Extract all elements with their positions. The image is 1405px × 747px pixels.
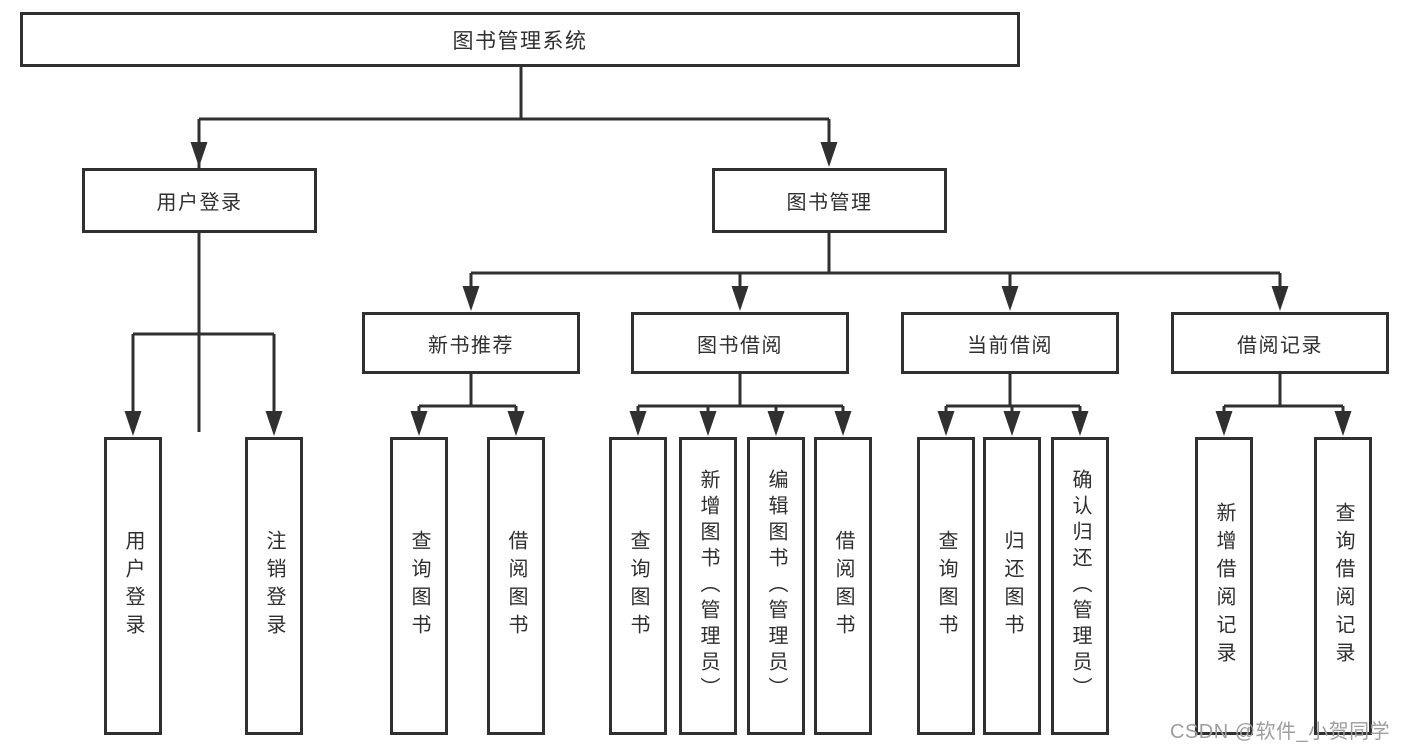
leaf-label: 查询图书 — [408, 530, 430, 642]
node-current-borrowing: 当前借阅 — [901, 312, 1119, 374]
leaf-label: 新增借阅记录 — [1213, 502, 1235, 670]
leaf-label: 借阅图书 — [505, 530, 527, 642]
node-book-management: 图书管理 — [712, 168, 947, 233]
leaf-query-borrow-record: 查询借阅记录 — [1314, 437, 1372, 735]
leaf-confirm-return-admin: 确认归还（管理员） — [1051, 437, 1109, 735]
leaf-user-login: 用户登录 — [104, 437, 162, 735]
leaf-label: 确认归还（管理员） — [1069, 469, 1091, 703]
leaf-label: 归还图书 — [1001, 530, 1023, 642]
leaf-borrow-books-recommend: 借阅图书 — [487, 437, 545, 735]
leaf-label: 查询图书 — [935, 530, 957, 642]
leaf-add-books-admin: 新增图书（管理员） — [679, 437, 737, 735]
node-new-book-recommendation: 新书推荐 — [362, 312, 580, 374]
leaf-return-books: 归还图书 — [983, 437, 1041, 735]
leaf-query-books-current: 查询图书 — [917, 437, 975, 735]
leaf-label: 用户登录 — [122, 530, 144, 642]
leaf-query-books-borrow: 查询图书 — [609, 437, 667, 735]
leaf-query-books-recommend: 查询图书 — [390, 437, 448, 735]
leaf-label: 编辑图书（管理员） — [765, 469, 787, 703]
leaf-label: 注销登录 — [263, 530, 285, 642]
leaf-borrow-books-borrow: 借阅图书 — [814, 437, 872, 735]
csdn-watermark: CSDN @软件_小贺同学 — [1170, 721, 1391, 743]
leaf-label: 查询借阅记录 — [1332, 502, 1354, 670]
node-user-login: 用户登录 — [82, 168, 317, 233]
leaf-logout: 注销登录 — [245, 437, 303, 735]
node-borrowing-records: 借阅记录 — [1171, 312, 1389, 374]
leaf-label: 新增图书（管理员） — [697, 469, 719, 703]
leaf-edit-books-admin: 编辑图书（管理员） — [747, 437, 805, 735]
node-book-borrowing: 图书借阅 — [631, 312, 849, 374]
node-library-management-system: 图书管理系统 — [20, 12, 1020, 67]
leaf-add-borrow-record: 新增借阅记录 — [1195, 437, 1253, 735]
leaf-label: 借阅图书 — [832, 530, 854, 642]
leaf-label: 查询图书 — [627, 530, 649, 642]
